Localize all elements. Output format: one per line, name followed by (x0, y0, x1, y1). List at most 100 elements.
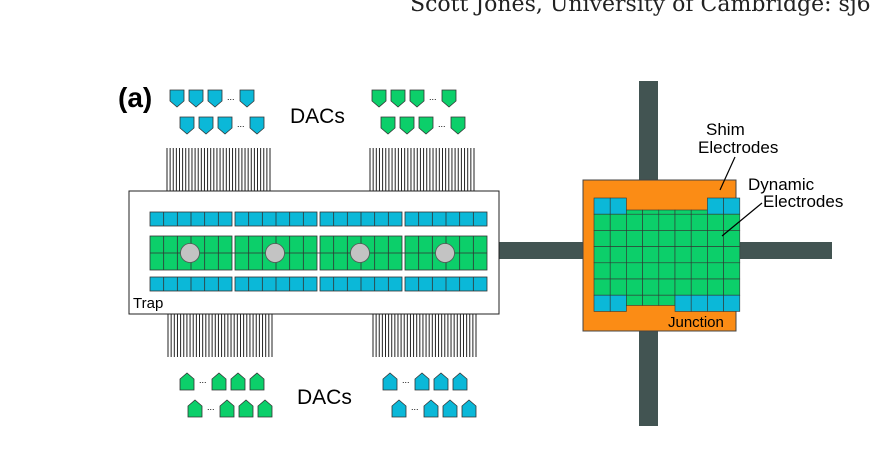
junction-electrode (674, 230, 692, 247)
junction-electrode (642, 278, 660, 296)
junction-electrode (609, 246, 627, 264)
dac-icon-down (441, 89, 457, 108)
dac-icon-down (217, 116, 233, 135)
junction-electrode (626, 294, 643, 306)
dac-icon-up (391, 399, 407, 418)
ion (180, 243, 200, 263)
junction-electrode (658, 278, 676, 296)
dac-icon-up (238, 399, 254, 418)
shim-pointer (719, 156, 736, 191)
junction-electrode (609, 262, 627, 280)
junction-electrode (690, 209, 708, 215)
junction-electrode-grid (593, 197, 741, 312)
junction-electrode (707, 294, 724, 312)
ellipsis-text: ... (402, 375, 410, 385)
dynamic-label-line1: Dynamic (748, 175, 815, 194)
junction-electrode (626, 209, 643, 215)
dac-icon-up (414, 372, 430, 391)
dac-groups: ........................ (169, 89, 477, 418)
junction-electrode (723, 294, 741, 312)
junction-electrode (707, 197, 724, 215)
junction-electrode (593, 294, 611, 312)
ellipsis-text: ... (438, 119, 446, 129)
dac-icon-up (219, 399, 235, 418)
junction-electrode (609, 294, 627, 312)
junction-arm-bottom (639, 330, 658, 426)
junction-electrode (690, 262, 708, 280)
junction-electrode (674, 278, 692, 296)
dac-icon-up (433, 372, 449, 391)
junction-electrode (609, 278, 627, 296)
junction-electrode (707, 230, 724, 247)
dac-icon-up (382, 372, 398, 391)
junction-electrode (609, 230, 627, 247)
junction-electrode (642, 262, 660, 280)
dac-icon-down (207, 89, 223, 108)
dac-icon-down (409, 89, 425, 108)
dac-icon-up (211, 372, 227, 391)
junction-electrode (626, 213, 643, 231)
junction-electrode (626, 246, 643, 264)
junction-electrode (626, 230, 643, 247)
junction-electrode (723, 197, 741, 215)
dac-icon-down (380, 116, 396, 135)
junction-electrode (593, 278, 611, 296)
dac-icon-down (450, 116, 466, 135)
dac-wires (166, 148, 477, 357)
junction-electrode (593, 197, 611, 215)
junction-electrode (723, 246, 741, 264)
dac-icon-up (249, 372, 265, 391)
ellipsis-text: ... (207, 402, 215, 412)
junction-electrode (690, 213, 708, 231)
dac-icon-up (461, 399, 477, 418)
shim-label-line2: Electrodes (698, 138, 778, 157)
junction-electrode (723, 278, 741, 296)
trap-label: Trap (133, 295, 163, 312)
junction-electrode (707, 278, 724, 296)
ion (265, 243, 285, 263)
dac-icon-down (239, 89, 255, 108)
junction-electrode (674, 294, 692, 312)
junction-electrode (674, 213, 692, 231)
dacs-top-label: DACs (290, 105, 345, 128)
dac-icon-up (257, 399, 273, 418)
junction-electrode (642, 213, 660, 231)
dac-icon-down (188, 89, 204, 108)
junction-electrode (609, 213, 627, 231)
dac-icon-down (198, 116, 214, 135)
junction-electrode (707, 213, 724, 231)
ellipsis-text: ... (411, 402, 419, 412)
ellipsis-text: ... (429, 92, 437, 102)
dac-icon-up (230, 372, 246, 391)
junction-electrode (642, 209, 660, 215)
junction-electrode (593, 246, 611, 264)
junction-electrode (690, 246, 708, 264)
dac-icon-up (179, 372, 195, 391)
dac-icon-down (390, 89, 406, 108)
junction-label: Junction (668, 314, 724, 331)
junction-electrode (658, 213, 676, 231)
junction-electrode (642, 246, 660, 264)
trap-to-junction-connector (488, 242, 586, 259)
dac-icon-down (418, 116, 434, 135)
junction-electrode (674, 262, 692, 280)
junction-electrode (707, 262, 724, 280)
junction-electrode (658, 246, 676, 264)
ellipsis-text: ... (199, 375, 207, 385)
junction-electrode (609, 197, 627, 215)
junction-electrode (690, 278, 708, 296)
author-header: Scott Jones, University of Cambridge: sj… (410, 0, 870, 17)
junction-electrode (593, 262, 611, 280)
junction-arm-top (639, 81, 658, 185)
dac-icon-up (452, 372, 468, 391)
dynamic-pointer (721, 202, 763, 237)
dac-icon-up (423, 399, 439, 418)
junction-electrode (674, 246, 692, 264)
dac-icon-down (399, 116, 415, 135)
junction-electrode (593, 213, 611, 231)
junction-electrode (658, 209, 676, 215)
dac-icon-down (179, 116, 195, 135)
junction-electrode (626, 278, 643, 296)
dac-icon-up (442, 399, 458, 418)
